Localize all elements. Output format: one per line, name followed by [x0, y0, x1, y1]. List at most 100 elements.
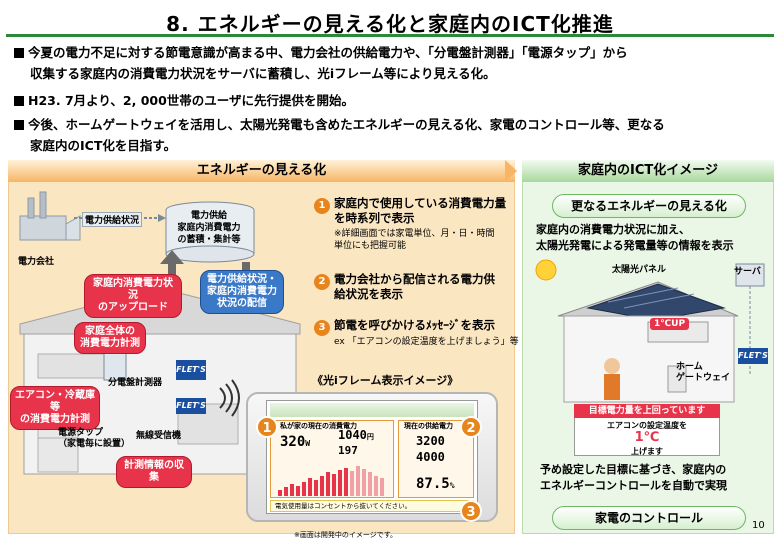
page-title: 8. エネルギーの見える化と家庭内のICT化推進 [166, 12, 614, 36]
page-number: 10 [752, 520, 765, 531]
ac-pill: エアコン・冷蔵庫等 の消費電力計測 [10, 386, 100, 430]
mini-bar [290, 484, 294, 496]
alert-tail: 上げます [631, 447, 663, 456]
capacity-value: 4000 [416, 450, 445, 464]
secondary-value: 197 [338, 444, 358, 457]
consumption-value: 320W [280, 434, 310, 450]
server-icon [165, 201, 255, 263]
smart-home-illustration [535, 259, 765, 403]
bullet-square-icon [14, 120, 24, 130]
alert-temp: 1℃ [634, 430, 660, 445]
usage-percent-number: 87.5 [416, 476, 450, 492]
power-company-label: 電力会社 [18, 257, 55, 267]
server-label: 電力供給 家庭内消費電力 の蓄積・集計等 [177, 211, 241, 245]
mini-bar [278, 490, 282, 496]
mini-bar [356, 466, 360, 496]
screen-callout-1: 1 [256, 416, 278, 438]
cost-number: 1040 [338, 428, 367, 442]
supply-head: 現在の供給電力 [404, 422, 453, 430]
appliance-control-pill: 家電のコントロール [552, 506, 746, 530]
item-1-number: 1 [314, 198, 330, 214]
footnote: ※画面は開発中のイメージです。 [294, 531, 398, 539]
mini-bar [284, 487, 288, 496]
flets-logo-1: FLET'S [176, 360, 206, 380]
screen-callout-3: 3 [460, 500, 482, 522]
screen-toolbar [270, 403, 474, 417]
mini-bar [308, 478, 312, 496]
right-text-2: 予め設定した目標に基づき、家庭内の エネルギーコントロールを自動で実現 [540, 463, 727, 492]
bullet-square-icon [14, 96, 24, 106]
bullet-3: 今後、ホームゲートウェイを活用し、太陽光発電も含めたエネルギーの見える化、家電の… [14, 116, 665, 133]
server-box-icon [735, 263, 765, 287]
mini-bar [344, 468, 348, 496]
supply-status-label: 電力供給状況 [82, 212, 143, 227]
server-label-right: サーバ [734, 267, 761, 277]
factory-icon [19, 191, 81, 241]
header-arrow-icon [505, 160, 517, 182]
further-visualization-pill: 更なるエネルギーの見える化 [552, 194, 746, 218]
bullet-3-line2: 家庭内のICT化を目指す。 [30, 138, 177, 153]
consumption-bar-chart [278, 466, 384, 496]
item-1-sub: ※詳細画面では家電単位、月・日・時間 単位にも把握可能 [334, 229, 495, 251]
mini-bar [380, 478, 384, 496]
home-gateway-icon [667, 365, 687, 393]
bullet-2: H23. 7月より、2, 000世帯のユーザに先行提供を開始。 [14, 92, 354, 109]
right-text-1: 家庭内の消費電力状況に加え、 太陽光発電による発電量等の情報を表示 [536, 223, 734, 252]
mini-bar [338, 470, 342, 496]
mini-bar [326, 472, 330, 496]
solar-panel-label: 太陽光パネル [612, 265, 667, 275]
mini-bar [314, 480, 318, 496]
usage-percent: 87.5% [416, 476, 455, 492]
mini-bar [368, 472, 372, 496]
bullet-1-line2: 収集する家庭内の消費電力状況をサーバに蓄積し、光iフレーム等により見える化。 [30, 66, 496, 81]
mini-bar [296, 486, 300, 496]
bullet-square-icon [14, 48, 24, 58]
consumption-head: 私が家の現在の消費電力 [280, 422, 357, 430]
upload-pill: 家庭内消費電力状況 のアップロード [84, 274, 182, 318]
title-rule [6, 34, 774, 37]
mini-bar [374, 476, 378, 496]
bullet-2-line1: H23. 7月より、2, 000世帯のユーザに先行提供を開始。 [28, 93, 355, 108]
frame-title: 《光iフレーム表示イメージ》 [312, 374, 459, 387]
mini-bar [302, 482, 306, 496]
bullet-3-line1: 今後、ホームゲートウェイを活用し、太陽光発電も含めたエネルギーの見える化、家電の… [28, 117, 665, 132]
cost-unit: 円 [366, 433, 374, 441]
item-1-text: 家庭内で使用している消費電力量 を時系列で表示 [334, 196, 507, 225]
deliver-pill: 電力供給状況・ 家庭内消費電力 状況の配信 [200, 270, 284, 314]
flets-logo-2: FLET'S [176, 398, 206, 414]
right-panel-header: 家庭内のICT化イメージ [522, 160, 774, 182]
usage-percent-unit: % [449, 481, 455, 490]
wireless-label: 無線受信機 [136, 431, 182, 441]
mini-bar [320, 476, 324, 496]
item-3-number: 3 [314, 320, 330, 336]
consumption-number: 320 [280, 434, 306, 450]
air-conditioner-icon [37, 353, 109, 379]
alert-body: エアコンの設定温度を [607, 421, 687, 430]
item-3-sub: ex 「エアコンの設定温度を上げましょう」等 [334, 337, 519, 347]
power-tap-label: 電源タップ （家電毎に設置） [58, 428, 131, 449]
collect-pill: 計測情報の収集 [116, 456, 192, 488]
alert-head: 目標電力量を上回っています [574, 404, 720, 418]
mini-bar [362, 469, 366, 496]
item-3-text: 節電を呼びかけるﾒｯｾｰｼﾞを表示 [334, 318, 495, 332]
wifi-icon [219, 379, 240, 417]
home-gateway-label: ホーム ゲートウェイ [676, 362, 731, 383]
item-2-text: 電力会社から配信される電力供 給状況を表示 [334, 272, 495, 301]
cost-value: 1040円 [338, 428, 374, 442]
consumption-unit: W [305, 439, 311, 448]
left-panel-header: エネルギーの見える化 [8, 160, 515, 182]
mini-bar [332, 474, 336, 496]
screen-callout-2: 2 [460, 416, 482, 438]
flets-logo-right: FLET'S [738, 348, 768, 364]
bullet-1: 今夏の電力不足に対する節電意識が高まる中、電力会社の供給電力や、「分電盤計測器」… [14, 44, 628, 61]
item-2-number: 2 [314, 274, 330, 290]
message-bar: 電気使用量はコンセントから抜いてください。 [270, 500, 474, 512]
bullet-1-line1: 今夏の電力不足に対する節電意識が高まる中、電力会社の供給電力や、「分電盤計測器」… [28, 45, 628, 60]
distribution-meter-label: 分電盤計測器 [108, 378, 163, 388]
person-icon [604, 358, 620, 374]
sun-icon [535, 259, 557, 281]
supply-value: 3200 [416, 434, 445, 448]
whole-house-pill: 家庭全体の 消費電力計測 [74, 322, 146, 354]
ac-up-badge: 1℃UP [650, 318, 690, 330]
mini-bar [350, 471, 354, 496]
